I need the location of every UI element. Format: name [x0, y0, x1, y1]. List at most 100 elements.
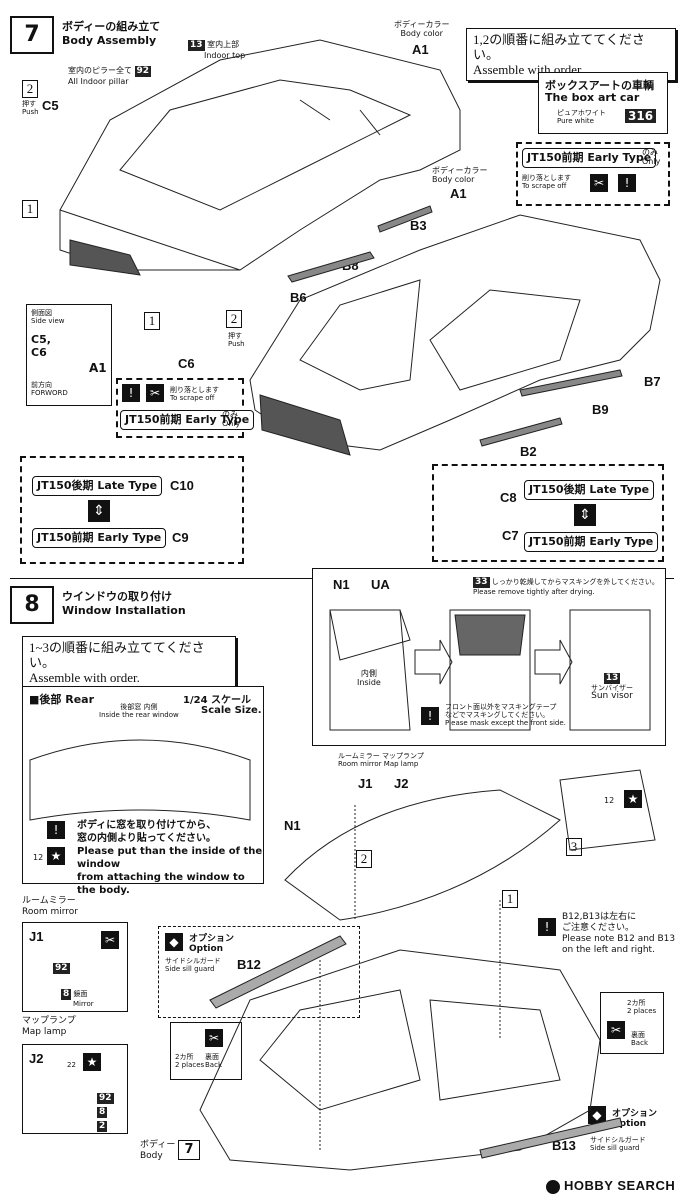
scale-label: 1/24 スケール: [183, 695, 252, 706]
order-1-window: 1: [502, 890, 518, 908]
part-c9: C9: [172, 530, 189, 545]
lamp-8: 8: [97, 1107, 108, 1118]
step-8-order-note: 1~3の順番に組み立ててください。 Assemble with order.: [22, 636, 236, 689]
box-art-jp: ボックスアートの車輌: [545, 79, 655, 92]
cut-icon: ✂: [590, 174, 608, 192]
part-j2: J2: [29, 1051, 44, 1066]
window-note: ボディに窓を取り付けてから、 窓の内側より貼ってください。 Please put…: [77, 820, 263, 896]
part-ua: UA: [371, 577, 390, 592]
indoor-pillar-jp: 室内のピラー全て: [68, 66, 132, 75]
map-lamp-panel: J2 ★ 22 92 8 2: [22, 1044, 128, 1134]
step-8-title-jp: ウインドウの取り付け: [62, 590, 172, 603]
left-right-note: B12,B13は左右にご注意ください。 Please note B12 and …: [562, 912, 676, 955]
swap-icon-left: ⇕: [88, 500, 110, 522]
side-view-parts: C5,C6: [31, 333, 51, 359]
order-2-window: 2: [356, 850, 372, 868]
part-j1-top: J1: [358, 776, 373, 791]
star-icon-rear: ★: [47, 847, 65, 865]
remove-label: 33 しっかり乾燥してからマスキングを外してください。Please remove…: [473, 577, 659, 596]
option-icon-b12: ◆: [165, 933, 183, 951]
cut-icon-mid: ✂: [146, 384, 164, 402]
early-type-label-mid: JT150前期 Early Type: [120, 410, 255, 430]
cut-icon-mirror: ✂: [101, 931, 119, 949]
paint-icon-mask: !: [421, 707, 439, 725]
part-b13: B13: [552, 1138, 576, 1153]
paint-icon-rear: !: [47, 821, 65, 839]
star-icon-lamp: ★: [83, 1053, 101, 1071]
part-c6: C6: [178, 356, 195, 371]
color-92-badge: 92: [134, 66, 152, 77]
indoor-pillar-en: All Indoor pillar: [68, 77, 129, 86]
color-13-badge: 13: [188, 40, 205, 51]
window-decal-12: 12: [604, 796, 615, 805]
lamp-2: 2: [97, 1121, 108, 1132]
lamp-decal-22: 22: [67, 1061, 76, 1069]
part-b7: B7: [644, 374, 661, 389]
paint-icon: !: [618, 174, 636, 192]
paint-icon-lr: !: [538, 918, 556, 936]
rear-decal-12: 12: [33, 853, 44, 862]
part-b2: B2: [520, 444, 537, 459]
pure-white-code: 316: [625, 109, 657, 123]
paint-icon-mid: !: [122, 384, 140, 402]
step-7-number: 7: [10, 16, 54, 54]
indoor-top-label: 13 室内上部 Indoor top: [188, 40, 245, 60]
side-view-a1: A1: [89, 361, 107, 375]
c9-c10-type-box: JT150後期 Late Type C10 ⇕ JT150前期 Early Ty…: [20, 456, 244, 564]
cut-icon-back-right: ✂: [607, 1021, 625, 1039]
body-color-jp: ボディーカラー: [394, 20, 450, 29]
early-type-label-left: JT150前期 Early Type: [32, 528, 167, 548]
body-code: 7: [178, 1140, 200, 1160]
order-1-c6: 1: [144, 312, 160, 330]
body-color-label-top: ボディーカラー Body color: [394, 20, 449, 38]
swap-icon-right: ⇕: [574, 504, 596, 526]
mask-label: フロント面以外をマスキングテープなどでマスキングしてください。Please ma…: [445, 703, 566, 727]
part-c8: C8: [500, 490, 517, 505]
early-type-label-right: JT150前期 Early Type: [524, 532, 659, 552]
mirror-92: 92: [53, 963, 70, 974]
part-c5: C5: [42, 98, 59, 113]
step-7-title-en: Body Assembly: [62, 34, 157, 47]
rear-label: ■後部 Rear: [29, 693, 95, 706]
masking-panel: N1 UA 33 しっかり乾燥してからマスキングを外してください。Please …: [312, 568, 666, 746]
indoor-top-jp: 室内上部: [207, 40, 240, 49]
indoor-top-en: Indoor top: [204, 51, 246, 60]
part-n1-body: N1: [284, 818, 301, 833]
scale-label-en: Scale Size.: [201, 705, 262, 716]
part-b12: B12: [237, 957, 261, 972]
cut-icon-back-left: ✂: [205, 1029, 223, 1047]
part-c10: C10: [170, 478, 194, 493]
star-icon-window: ★: [624, 790, 642, 808]
indoor-pillar-label: 室内のピラー全て 92 All Indoor pillar: [68, 66, 152, 86]
order-3-window: 3: [566, 838, 582, 856]
box-art-en: The box art car: [545, 91, 640, 104]
